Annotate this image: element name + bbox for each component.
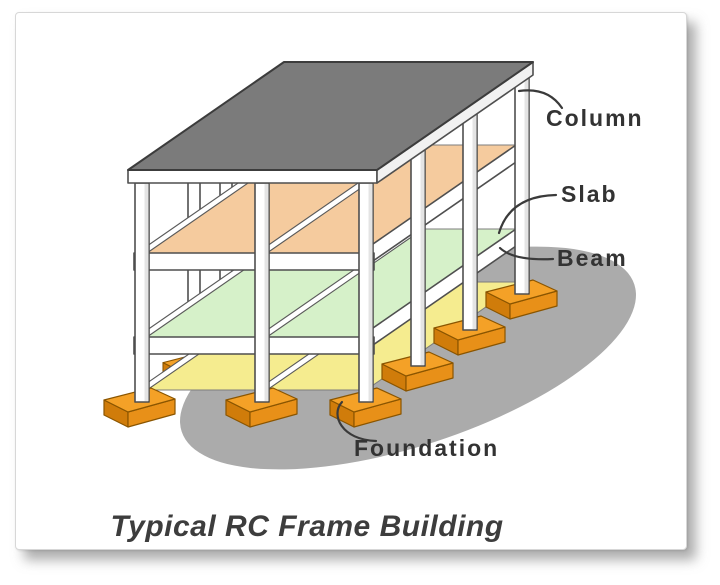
leader-lines xyxy=(336,89,564,443)
front-columns xyxy=(134,182,374,403)
beam-leader-line xyxy=(498,246,555,261)
building xyxy=(103,61,558,428)
roof-slab xyxy=(127,61,534,184)
column-leader-line xyxy=(517,89,564,110)
callout-labels: Column Slab Beam Foundation xyxy=(354,105,644,461)
column-callout: Column xyxy=(546,105,644,131)
foundation-leader-line xyxy=(336,400,378,443)
front-beams xyxy=(133,252,375,355)
beam-callout: Beam xyxy=(557,245,628,271)
side-columns xyxy=(410,74,530,367)
foundation-callout: Foundation xyxy=(354,435,499,461)
figure-caption: Typical RC Frame Building xyxy=(110,510,503,543)
slab-callout: Slab xyxy=(561,181,618,207)
slab-leader-line xyxy=(497,193,558,235)
